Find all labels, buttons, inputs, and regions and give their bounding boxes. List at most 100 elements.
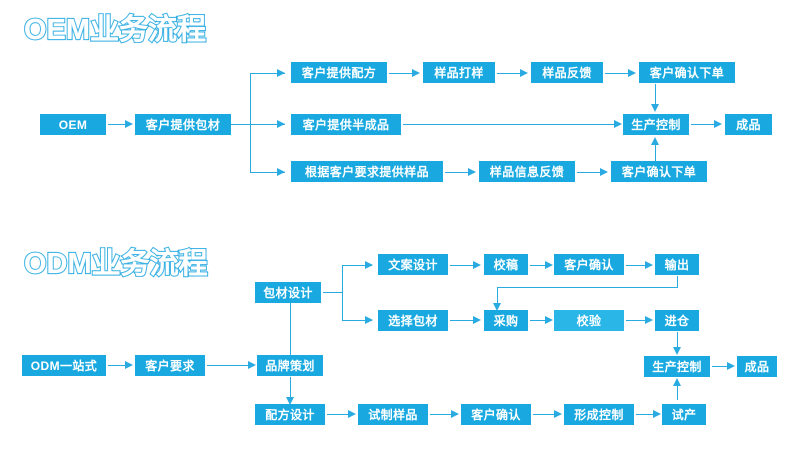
arrow-right-icon (645, 261, 653, 269)
node-oem-semi[interactable]: 客户提供半成品 (291, 114, 401, 135)
node-oem-confirm-1[interactable]: 客户确认下单 (639, 62, 735, 83)
node-odm-product[interactable]: 成品 (737, 356, 777, 377)
arrow-right-icon (473, 261, 481, 269)
connector-odm-confirm2-to-formctrl (533, 414, 555, 415)
node-oem-product[interactable]: 成品 (725, 114, 772, 135)
arrow-right-icon (277, 120, 285, 128)
node-oem-info[interactable]: 样品信息反馈 (479, 161, 575, 182)
arrow-right-icon (727, 362, 735, 370)
node-odm-proof[interactable]: 校稿 (484, 254, 528, 275)
arrow-right-icon (277, 69, 285, 77)
connector-odm-pilot-to-control (677, 386, 678, 400)
arrow-right-icon (468, 168, 476, 176)
odm-section-title: ODM业务流程 (23, 248, 209, 280)
connector-odm-start-to-request (108, 365, 125, 366)
connector-oem-feedback-to-confirm1 (605, 73, 629, 74)
node-odm-purchase[interactable]: 采购 (484, 310, 528, 331)
connector-odm-branch-copy (342, 265, 372, 266)
node-odm-formula[interactable]: 配方设计 (255, 404, 325, 425)
connector-oem-branch3 (250, 172, 285, 173)
arrow-right-icon (248, 361, 256, 369)
connector-odm-selectpack-to-purchase (450, 320, 474, 321)
connector-oem-formula-to-proofing (389, 73, 413, 74)
connector-odm-fanout-spine (342, 265, 343, 320)
node-oem-feedback[interactable]: 样品反馈 (531, 62, 603, 83)
arrow-right-icon (545, 316, 553, 324)
node-odm-check[interactable]: 校验 (554, 310, 624, 331)
connector-odm-confirm1-to-output (626, 265, 646, 266)
connector-odm-formula-to-trial (327, 414, 349, 415)
node-oem-sample[interactable]: 根据客户要求提供样品 (291, 161, 443, 182)
node-odm-selectpack[interactable]: 选择包材 (378, 310, 448, 331)
connector-oem-start-to-packaging (108, 124, 125, 125)
arrow-right-icon (277, 168, 285, 176)
arrow-right-icon (545, 261, 553, 269)
connector-odm-proof-to-confirm1 (530, 265, 546, 266)
arrow-right-icon (365, 316, 373, 324)
connector-odm-trial-to-confirm2 (430, 414, 452, 415)
arrow-right-icon (714, 120, 722, 128)
arrow-right-icon (653, 410, 661, 418)
node-oem-formula[interactable]: 客户提供配方 (291, 62, 387, 83)
arrow-down-icon (492, 303, 501, 311)
connector-oem-fanout-stub (231, 124, 251, 125)
connector-oem-confirm2-to-control (655, 145, 656, 161)
arrow-right-icon (348, 410, 356, 418)
connector-oem-semi-to-control (403, 124, 618, 125)
connector-oem-control-to-product (691, 124, 715, 125)
arrow-right-icon (520, 69, 528, 77)
arrow-right-icon (614, 120, 622, 128)
arrow-up-icon (672, 378, 681, 386)
oem-section-title: OEM业务流程 (23, 14, 207, 46)
connector-odm-brand-to-formula (290, 377, 291, 397)
node-odm-pilot[interactable]: 试产 (662, 404, 706, 425)
arrow-right-icon (412, 69, 420, 77)
arrow-right-icon (554, 410, 562, 418)
arrow-right-icon (645, 316, 653, 324)
node-oem-start[interactable]: OEM (40, 114, 106, 135)
connector-odm-check-to-warehouse (626, 320, 646, 321)
connector-oem-branch1 (250, 73, 285, 74)
node-oem-proofing[interactable]: 样品打样 (423, 62, 495, 83)
arrow-right-icon (125, 120, 133, 128)
node-odm-copy[interactable]: 文案设计 (378, 254, 448, 275)
connector-odm-control-to-product (712, 366, 728, 367)
node-odm-formctrl[interactable]: 形成控制 (564, 404, 634, 425)
node-odm-brand[interactable]: 品牌策划 (257, 355, 323, 376)
connector-odm-request-to-brand (207, 365, 249, 366)
connector-oem-branch2 (250, 124, 285, 125)
connector-odm-output-drop (677, 276, 678, 288)
node-oem-control[interactable]: 生产控制 (623, 114, 689, 135)
node-odm-packdesign[interactable]: 包材设计 (255, 282, 321, 303)
connector-odm-output-to-purchase (497, 287, 498, 304)
node-oem-confirm-2[interactable]: 客户确认下单 (611, 161, 707, 182)
node-odm-warehouse[interactable]: 进仓 (655, 310, 699, 331)
arrow-right-icon (451, 410, 459, 418)
connector-oem-fanout-spine (250, 73, 251, 173)
connector-oem-sample-to-info (445, 172, 469, 173)
node-odm-confirm-1[interactable]: 客户确认 (554, 254, 624, 275)
connector-odm-warehouse-to-control (677, 332, 678, 347)
arrow-right-icon (600, 168, 608, 176)
node-odm-start[interactable]: ODM一站式 (22, 355, 106, 376)
node-odm-control[interactable]: 生产控制 (644, 356, 710, 377)
connector-oem-confirm1-to-control (655, 84, 656, 104)
node-oem-packaging[interactable]: 客户提供包材 (135, 114, 231, 135)
connector-odm-branch-selectpack (342, 320, 372, 321)
arrow-up-icon (650, 137, 659, 145)
arrow-down-icon (285, 397, 294, 405)
arrow-right-icon (125, 361, 133, 369)
connector-oem-proofing-to-feedback (497, 73, 521, 74)
connector-oem-info-to-confirm2 (577, 172, 601, 173)
arrow-right-icon (365, 261, 373, 269)
node-odm-confirm-2[interactable]: 客户确认 (461, 404, 531, 425)
arrow-down-icon (672, 347, 681, 355)
node-odm-trial[interactable]: 试制样品 (358, 404, 428, 425)
arrow-right-icon (473, 316, 481, 324)
connector-odm-brand-to-packdesign (290, 301, 291, 355)
arrow-right-icon (628, 69, 636, 77)
node-odm-output[interactable]: 输出 (655, 254, 699, 275)
connector-odm-copy-to-proof (450, 265, 474, 266)
node-odm-request[interactable]: 客户要求 (135, 355, 205, 376)
